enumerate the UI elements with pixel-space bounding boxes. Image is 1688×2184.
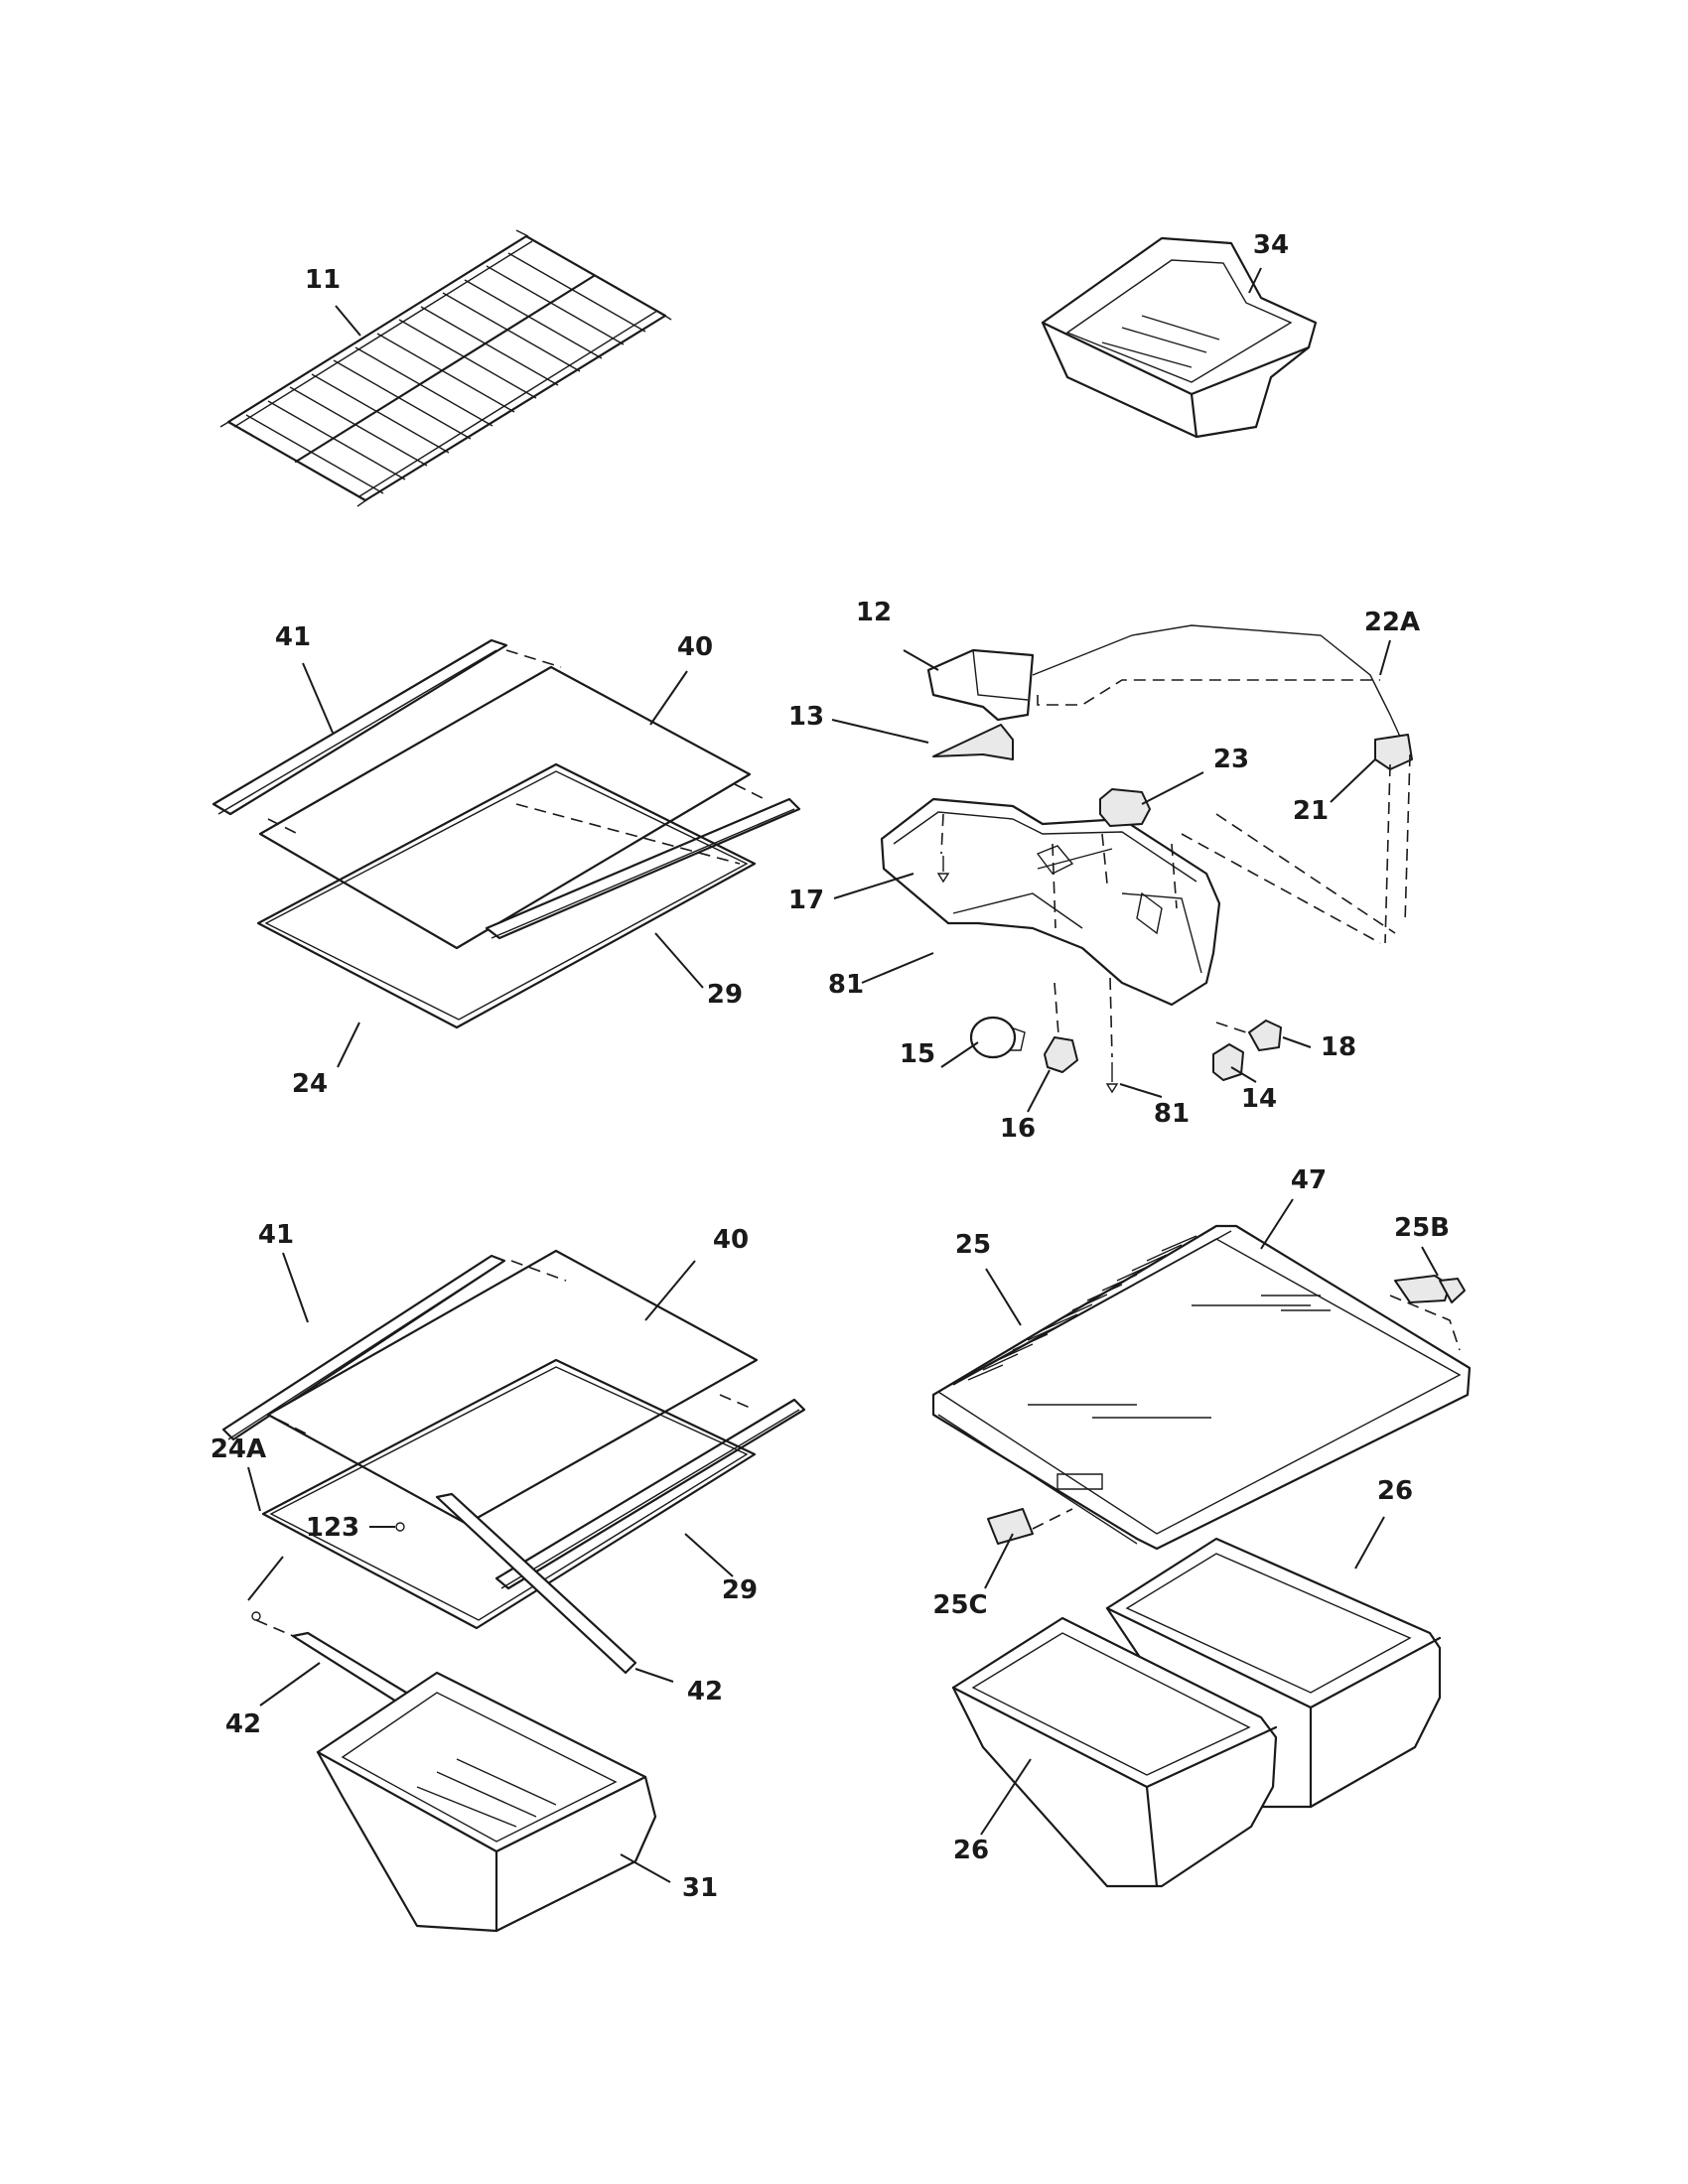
callout-40: 40 [677,632,713,662]
callout-41: 41 [275,622,311,652]
callout-29: 29 [707,980,743,1010]
clip-25c [987,1508,1034,1545]
callout-25c: 25C [932,1590,987,1620]
glass-shelf-assembly-lower [221,1249,806,1933]
shelf-trim-41-lower [221,1254,506,1441]
shelf-trim-29-lower [494,1398,806,1590]
callout-42-right: 42 [687,1677,723,1706]
switch-21 [1374,734,1413,770]
callout-18: 18 [1321,1032,1356,1062]
shelf-frame-24a [261,1358,757,1630]
callout-31: 31 [682,1873,718,1903]
crisper-cover-assembly [931,1224,1472,1888]
callout-25: 25 [955,1230,991,1260]
callout-26-right: 26 [1377,1476,1413,1506]
crisper-drawer-31 [316,1671,657,1933]
callout-41-lower: 41 [258,1220,294,1250]
knob-18 [1248,1020,1282,1051]
shelf-trim-29 [485,797,801,940]
rail-42-right [435,1492,637,1675]
callout-47: 47 [1291,1165,1327,1195]
thermostat-23 [1099,788,1151,827]
callout-26-left: 26 [953,1836,989,1865]
callout-23: 23 [1213,745,1249,774]
callout-24a: 24A [211,1434,266,1464]
light-bulb-15 [969,1016,1017,1059]
callout-12: 12 [856,598,892,627]
callout-15: 15 [900,1039,935,1069]
callout-21: 21 [1293,796,1329,826]
callout-123: 123 [306,1513,359,1543]
control-housing-assembly [880,624,1413,1094]
glass-panel-40-lower [266,1249,759,1526]
callout-11: 11 [305,265,341,295]
callout-25b: 25B [1394,1213,1450,1243]
wire-shelf-11 [219,229,672,507]
callout-24: 24 [292,1069,328,1099]
crisper-pan-26-left [951,1616,1278,1888]
callout-14: 14 [1241,1084,1277,1114]
screw-123-b [251,1611,261,1621]
ice-bin-34 [1041,236,1318,439]
callout-81-second: 81 [1154,1099,1190,1129]
screw-123-a [395,1522,405,1532]
callout-labels: 11 34 41 40 29 24 12 13 22A 23 21 17 81 … [211,230,1450,1903]
callout-17: 17 [788,886,824,915]
screw-81-right [1105,1062,1119,1094]
glass-shelf-assembly-upper [211,638,801,1029]
screw-81-left [936,856,950,884]
callout-22a: 22A [1364,608,1420,637]
capillary-22a [1032,624,1401,738]
callout-42-left: 42 [225,1709,261,1739]
deflector-13 [932,724,1014,760]
light-shield-12 [926,648,1035,722]
control-housing-17 [880,797,1221,1007]
switch-14 [1212,1043,1244,1081]
glass-panel-40 [258,665,752,950]
callout-34: 34 [1253,230,1289,260]
callout-16: 16 [1000,1114,1036,1144]
shelf-frame-24 [256,762,757,1029]
callout-13: 13 [788,702,824,732]
leader-lines [247,267,1439,1883]
socket-16 [1044,1036,1078,1073]
callout-40-lower: 40 [713,1225,749,1255]
callout-81: 81 [828,970,864,1000]
callout-29-lower: 29 [722,1575,758,1605]
